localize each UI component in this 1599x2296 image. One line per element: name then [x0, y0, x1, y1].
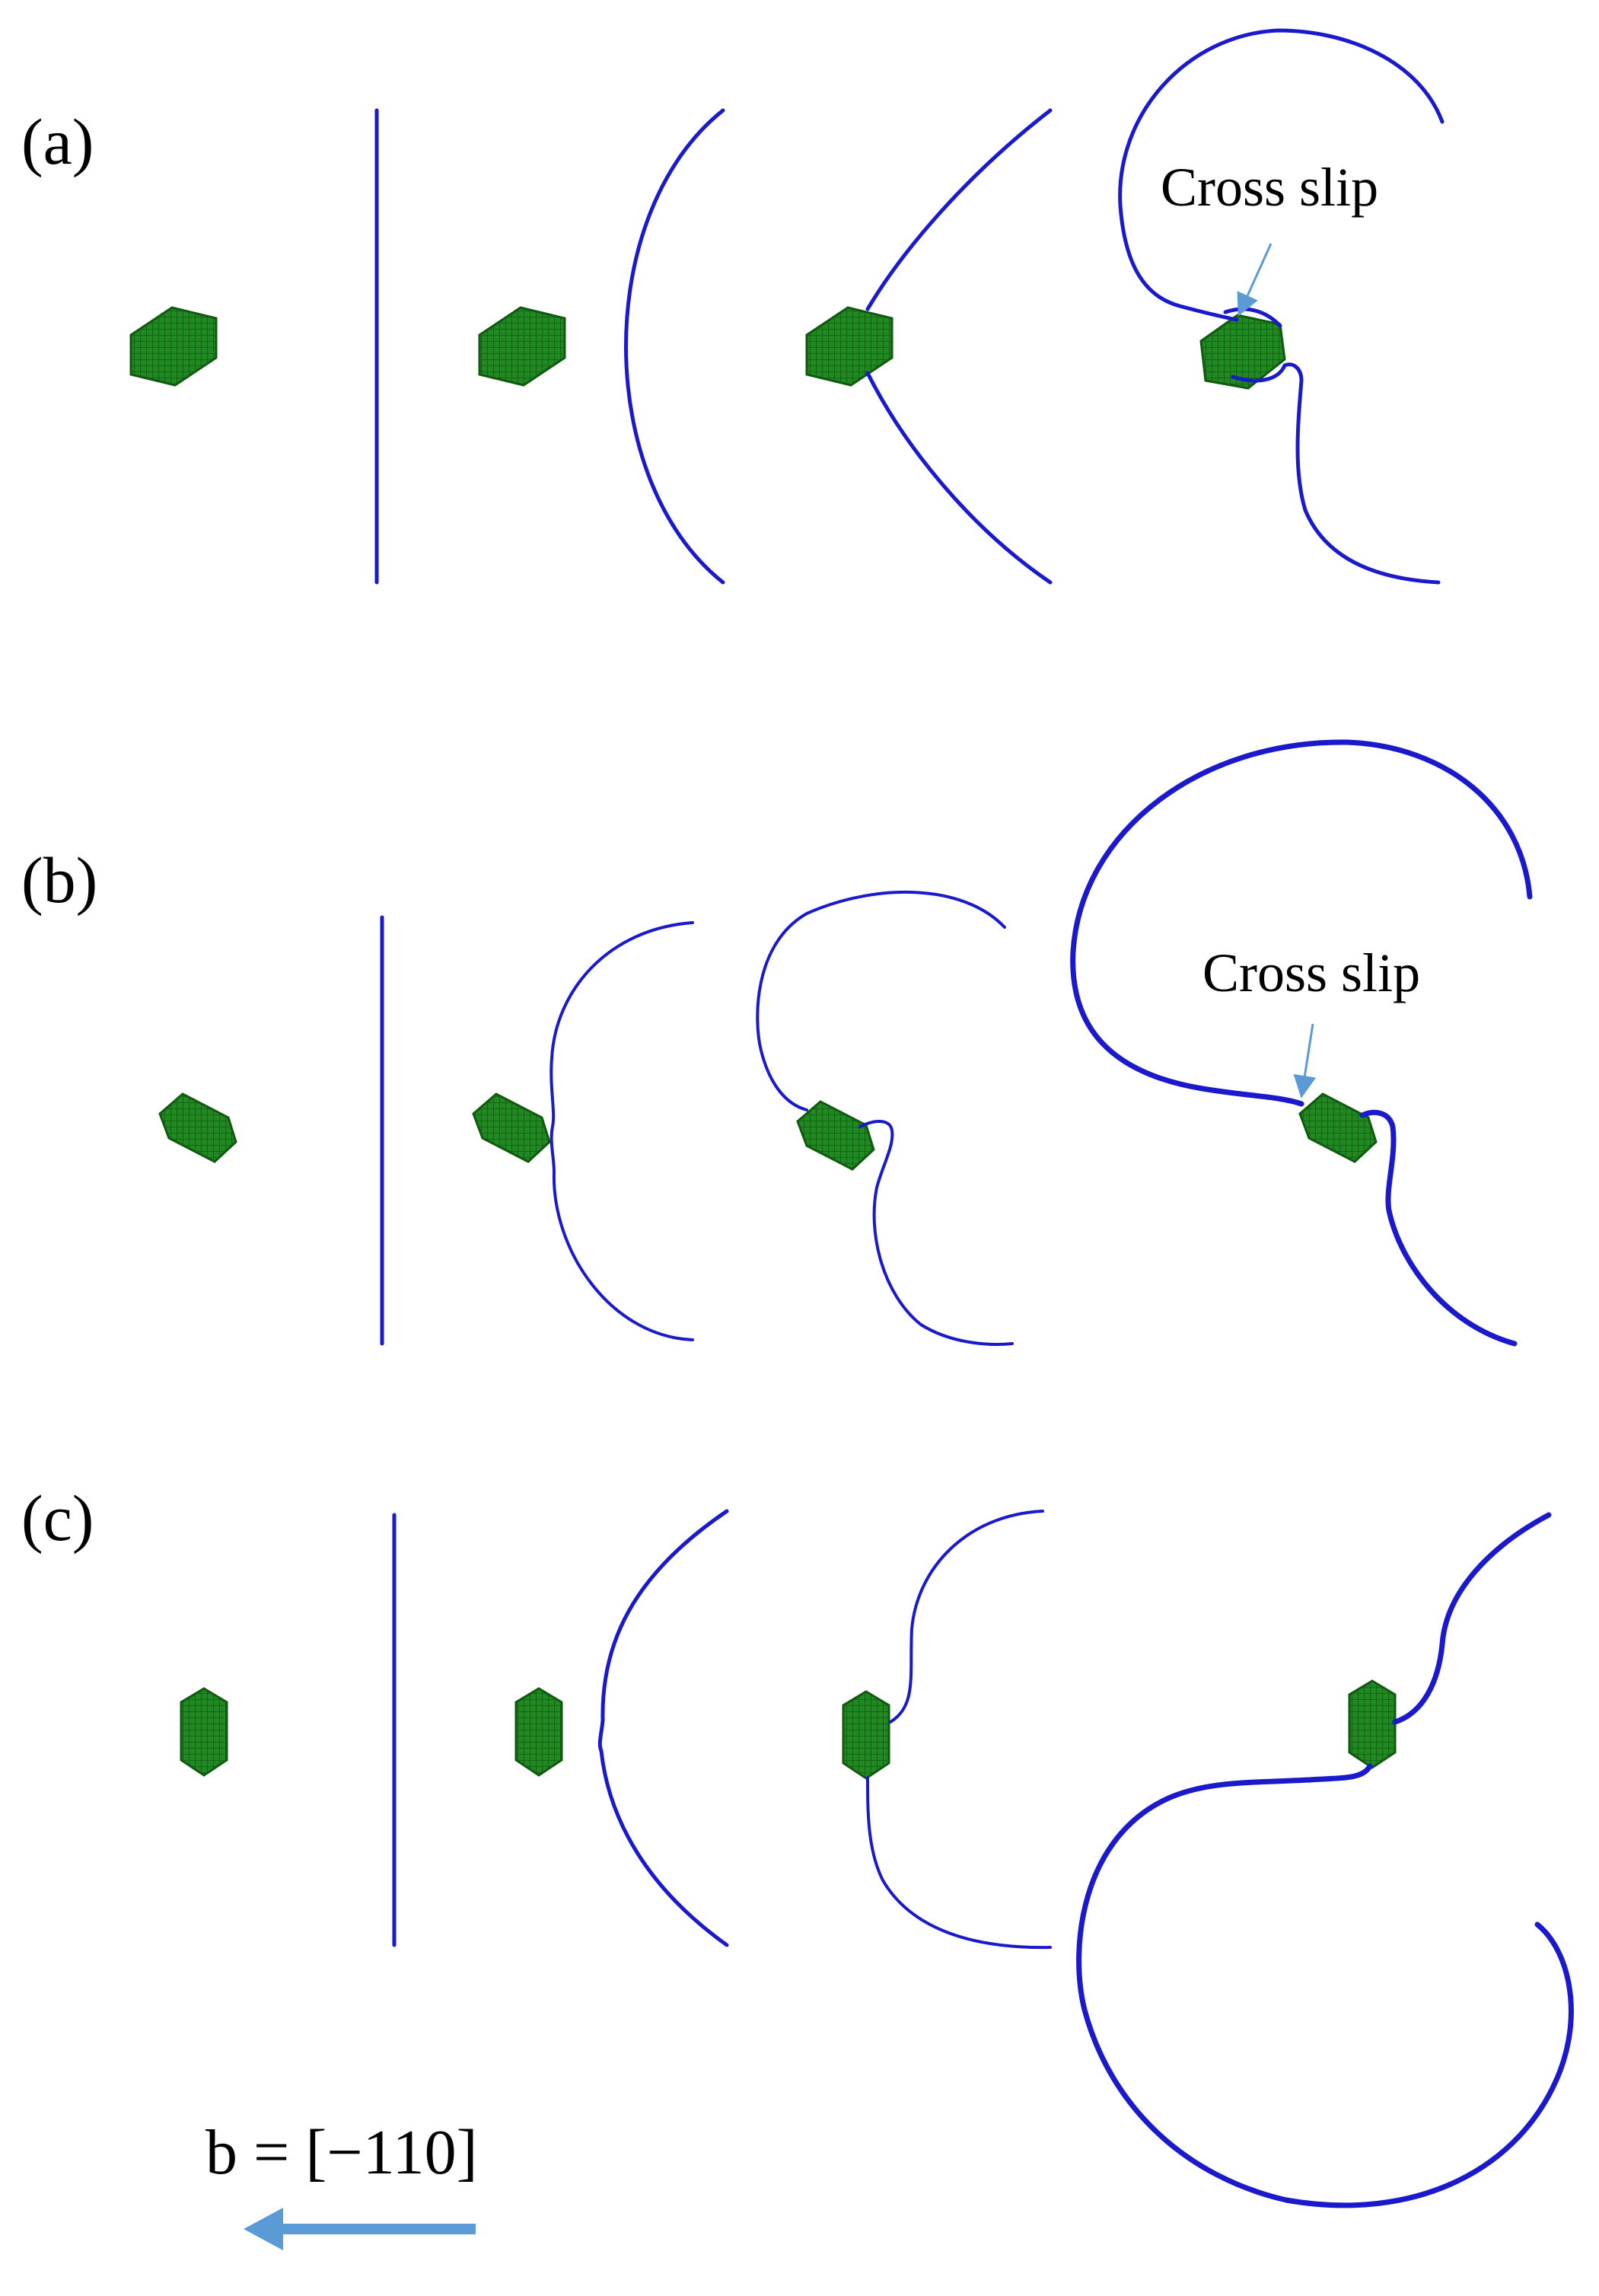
precipitate-a3 [805, 306, 893, 387]
burgers-vector-arrowhead [244, 2208, 283, 2250]
precipitate-b1 [158, 1092, 237, 1163]
panel-a: (a) Cross slip [21, 28, 1445, 585]
cross-slip-arrow-a [1237, 243, 1273, 317]
precipitate-b4 [1298, 1092, 1378, 1163]
precipitate-a2 [478, 306, 566, 387]
cross-slip-label-a: Cross slip [1161, 157, 1378, 218]
dislocation-a3 [865, 108, 1053, 585]
panel-b-label: (b) [21, 843, 97, 917]
panel-c: (c) [21, 1481, 1574, 2208]
burgers-vector-label: b = [−110] [205, 2117, 478, 2188]
precipitate-c3 [842, 1690, 890, 1780]
dislocation-c4 [1076, 1512, 1574, 2208]
precipitate-b3 [796, 1100, 875, 1171]
dislocation-b2 [549, 921, 694, 1341]
panel-b: (b) Cross slip [21, 739, 1533, 1347]
cross-slip-arrow-b [1293, 1023, 1317, 1099]
dislocation-c2 [597, 1509, 729, 1947]
panel-c-label: (c) [21, 1481, 94, 1555]
precipitate-c1 [180, 1687, 228, 1777]
dislocation-c3 [866, 1510, 1052, 1950]
dislocation-a4 [1118, 28, 1445, 585]
panel-a-label: (a) [21, 105, 94, 178]
burgers-vector-legend: b = [−110] [205, 2117, 478, 2250]
dislocation-a2 [624, 108, 725, 585]
precipitate-c4 [1348, 1679, 1397, 1769]
dislocation-b3 [756, 890, 1014, 1346]
cross-slip-label-b: Cross slip [1202, 942, 1420, 1003]
precipitate-c2 [514, 1687, 563, 1777]
precipitate-a1 [129, 306, 218, 387]
dislocation-b4 [1070, 739, 1533, 1347]
precipitate-b2 [472, 1092, 551, 1163]
